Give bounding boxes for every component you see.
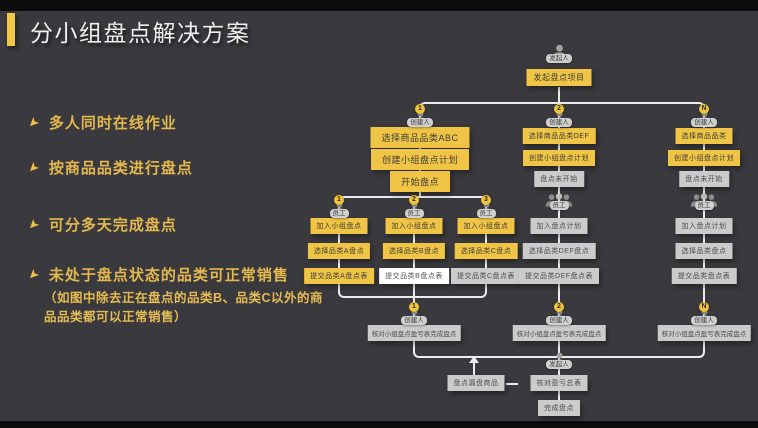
role-label: 员工 <box>476 209 496 218</box>
creatorN-person-icon: N 创建人 <box>682 104 726 127</box>
flow-box: 提交品类A盘点表 <box>304 268 374 284</box>
flow-box-check: 核对小组盘点盈亏表完成盘点 <box>367 325 461 341</box>
arrow-up-icon <box>469 356 479 363</box>
employee2-person-icon: 2 员工 <box>392 195 436 218</box>
employees-group-icon: 员工 <box>682 193 726 210</box>
bullet-item: ➤ 可分多天完成盘点 <box>24 214 177 235</box>
connector-corner <box>479 290 487 298</box>
number-badge: 1 <box>334 195 344 205</box>
flow-box-total: 核对盈亏总表 <box>530 375 588 391</box>
role-label: 发起人 <box>546 360 572 369</box>
bullet-item: ➤ 未处于盘点状态的品类可正常销售 <box>24 264 289 285</box>
arrow-bullet-icon: ➤ <box>23 265 43 285</box>
flow-box: 加入小组盘点 <box>385 218 443 234</box>
flow-box-check: 核对小组盘点盈亏表完成盘点 <box>512 325 606 341</box>
connector-line <box>558 342 560 402</box>
flow-box: 提交品类DEF盘点表 <box>519 268 599 284</box>
number-badge: 2 <box>409 195 419 205</box>
connector-line <box>427 102 697 104</box>
creator2-person-icon: 2 创建人 <box>537 104 581 127</box>
connector-line <box>413 342 415 350</box>
bullet-item: ➤ 多人同时在线作业 <box>24 112 177 133</box>
number-badge: N <box>699 302 709 312</box>
page-title: 分小组盘点解决方案 <box>30 20 251 46</box>
flow-box: 提交品类C盘点表 <box>450 268 522 284</box>
flow-box: 选择商品品类DEF <box>522 128 596 144</box>
connector-line <box>473 363 475 376</box>
bullet-label: 多人同时在线作业 <box>48 115 177 132</box>
bullet-label: 可分多天完成盘点 <box>48 217 177 234</box>
flow-box: 盘点未开始 <box>534 171 584 187</box>
employee1-person-icon: 1 员工 <box>317 195 361 218</box>
connector-line <box>506 383 518 385</box>
flow-box: 开始盘点 <box>389 171 451 192</box>
number-badge: 1 <box>409 302 419 312</box>
flow-box: 创建小组盘点计划 <box>668 150 740 166</box>
number-badge: 1 <box>415 104 425 114</box>
bullet-item: ➤ 按商品品类进行盘点 <box>24 157 193 178</box>
flow-box: 选择商品品类 <box>675 128 733 144</box>
number-badge: 3 <box>481 195 491 205</box>
flow-box: 加入小组盘点 <box>457 218 515 234</box>
creator2-check-icon: 2 创建人 <box>537 302 581 325</box>
title-accent-bar <box>7 13 15 46</box>
connector-line <box>346 296 479 298</box>
role-label: 员工 <box>329 209 349 218</box>
role-label: 员工 <box>694 201 714 210</box>
flow-box: 加入盘点计划 <box>530 218 588 234</box>
bullet-label: 未处于盘点状态的品类可正常销售 <box>48 267 289 284</box>
connector-corner <box>697 350 705 358</box>
initiator-person-icon: 发起人 <box>537 44 581 63</box>
number-badge: N <box>699 104 709 114</box>
arrow-bullet-icon: ➤ <box>23 113 43 133</box>
flow-box: 选择品类B盘点 <box>382 243 446 259</box>
connector-line <box>558 87 560 103</box>
role-label: 创建人 <box>401 316 427 325</box>
flow-box: 创建小组盘点计划 <box>523 150 595 166</box>
flow-box: 选择品类盘点 <box>675 243 733 259</box>
connector-corner <box>338 290 346 298</box>
connector-line <box>703 342 705 350</box>
employees-group-icon: 员工 <box>537 193 581 210</box>
flow-box: 选择商品品类ABC <box>370 127 470 148</box>
creator1-person-icon: 1 创建人 <box>398 104 442 127</box>
role-label: 员工 <box>549 201 569 210</box>
initiator-final-icon: 发起人 <box>537 352 581 369</box>
flow-box: 选择品类A盘点 <box>307 243 371 259</box>
bullet-note: （如图中除去正在盘点的品类B、品类C以外的商品品类都可以正常销售） <box>44 291 324 325</box>
letterbox-bottom <box>0 421 758 428</box>
flow-box-start: 发起盘点项目 <box>526 69 592 86</box>
flow-box-check: 核对小组盘点盈亏表完成盘点 <box>657 325 751 341</box>
role-label: 创建人 <box>546 316 572 325</box>
number-badge: 2 <box>554 104 564 114</box>
bullet-label: 按商品品类进行盘点 <box>48 160 193 177</box>
flow-box: 创建小组盘点计划 <box>370 149 470 170</box>
creatorN-check-icon: N 创建人 <box>682 302 726 325</box>
role-label: 创建人 <box>691 118 717 127</box>
role-label: 员工 <box>404 209 424 218</box>
arrow-bullet-icon: ➤ <box>23 158 43 178</box>
role-label: 创建人 <box>546 118 572 127</box>
flow-box: 提交品类盘点表 <box>671 268 737 284</box>
role-label: 创建人 <box>407 118 433 127</box>
letterbox-top <box>0 0 758 11</box>
flow-box: 加入盘点计划 <box>675 218 733 234</box>
flow-box: 选择品类DEF盘点 <box>522 243 596 259</box>
flow-box-done: 完成盘点 <box>538 400 580 416</box>
flow-box: 选择品类C盘点 <box>454 243 518 259</box>
flow-box: 盘点未开始 <box>679 171 729 187</box>
number-badge: 2 <box>554 302 564 312</box>
role-label: 创建人 <box>691 316 717 325</box>
flow-box-missed: 盘点漏盘商品 <box>447 375 505 391</box>
arrow-bullet-icon: ➤ <box>23 215 43 235</box>
employee3-person-icon: 3 员工 <box>464 195 508 218</box>
connector-corner <box>413 350 421 358</box>
flow-box: 加入小组盘点 <box>310 218 368 234</box>
flow-box: 提交品类B盘点表 <box>379 268 449 284</box>
creator1-check-icon: 1 创建人 <box>392 302 436 325</box>
role-label: 发起人 <box>546 54 572 63</box>
